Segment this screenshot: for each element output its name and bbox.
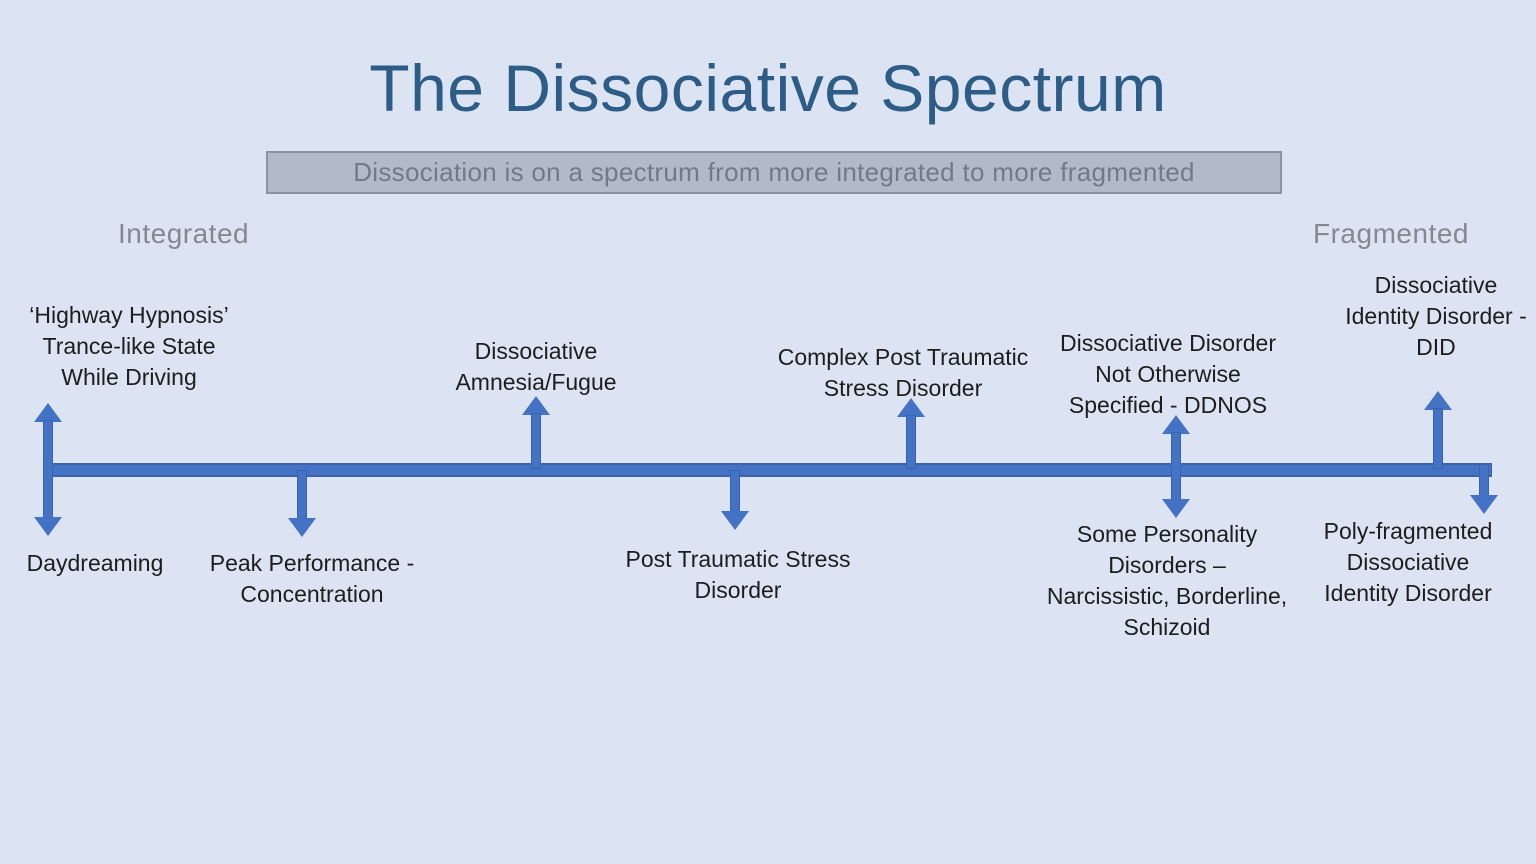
subtitle-banner-text: Dissociation is on a spectrum from more …: [353, 157, 1195, 187]
down-arrow-icon: [1162, 499, 1190, 518]
down-arrow-icon: [34, 517, 62, 536]
arrow-shaft: [1479, 464, 1489, 497]
above-line-label: Dissociative Identity Disorder - DID: [1345, 272, 1527, 360]
above-line-label: Dissociative Disorder Not Otherwise Spec…: [1059, 330, 1277, 418]
page-title: The Dissociative Spectrum: [369, 51, 1167, 125]
arrow-shaft: [1171, 432, 1181, 500]
arrow-shaft: [1433, 408, 1443, 469]
arrow-shaft: [730, 470, 740, 512]
arrow-shaft: [297, 470, 307, 520]
spectrum-line: [43, 463, 1492, 477]
above-line-label: ‘Highway Hypnosis’ Trance-like State Whi…: [29, 302, 229, 390]
below-line-label: Daydreaming: [26, 550, 164, 576]
down-arrow-icon: [1470, 495, 1498, 514]
below-line-label: Some Personality Disorders – Narcissisti…: [1046, 521, 1288, 640]
arrow-shaft: [43, 420, 53, 518]
up-arrow-icon: [1162, 415, 1190, 434]
up-arrow-icon: [522, 396, 550, 415]
up-arrow-icon: [897, 398, 925, 417]
below-line-label: Post Traumatic Stress Disorder: [625, 546, 851, 603]
up-arrow-icon: [1424, 391, 1452, 410]
down-arrow-icon: [288, 518, 316, 537]
arrow-shaft: [906, 415, 916, 469]
above-line-label: Complex Post Traumatic Stress Disorder: [777, 344, 1029, 401]
down-arrow-icon: [721, 511, 749, 530]
above-line-label: Dissociative Amnesia/Fugue: [455, 338, 617, 395]
fragmented-end-label: Fragmented: [1313, 218, 1469, 249]
below-line-label: Poly-fragmented Dissociative Identity Di…: [1323, 518, 1493, 606]
below-line-label: Peak Performance - Concentration: [209, 550, 415, 607]
up-arrow-icon: [34, 403, 62, 422]
arrow-shaft: [531, 413, 541, 469]
integrated-end-label: Integrated: [118, 218, 250, 249]
subtitle-banner: Dissociation is on a spectrum from more …: [266, 151, 1282, 194]
